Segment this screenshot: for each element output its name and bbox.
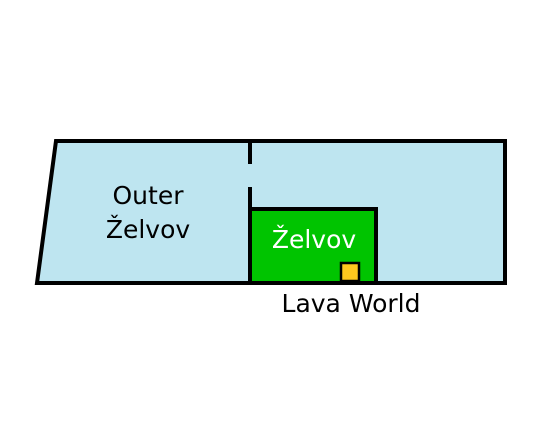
- outer-zelvov-label-line2: Želvov: [106, 215, 191, 244]
- lava-world-label: Lava World: [282, 289, 421, 318]
- outer-zelvov-label-line1: Outer: [113, 181, 185, 210]
- zelvov-region: [248, 207, 378, 285]
- city-marker-icon: [339, 261, 361, 283]
- zelvov-label: Želvov: [272, 225, 357, 254]
